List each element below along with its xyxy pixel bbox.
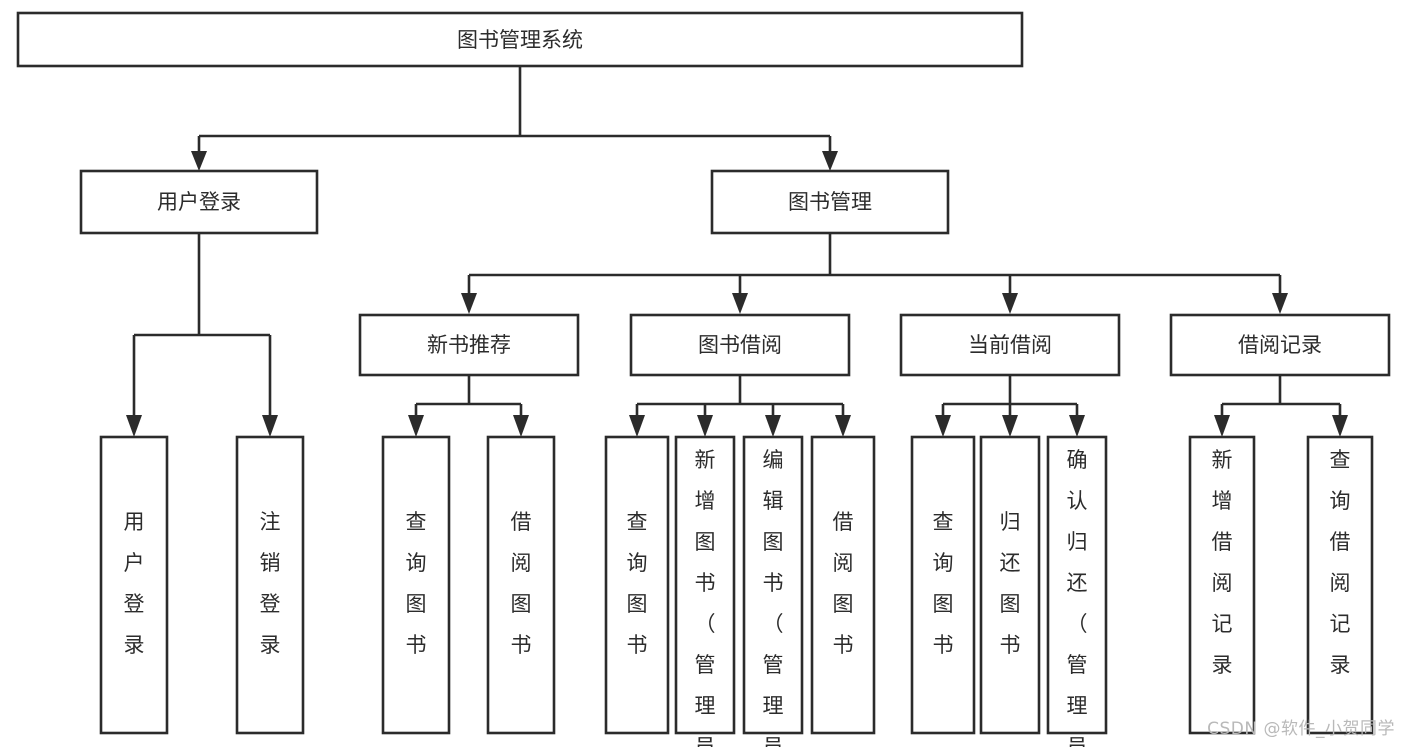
arrow-to-leaf-query-book-c (935, 415, 951, 437)
node-leaf-user-login[interactable]: 用户登录 (99, 435, 169, 735)
node-leaf-user-login-box[interactable] (99, 435, 169, 735)
arrow-to-leaf-confirm-return (1069, 415, 1085, 437)
node-leaf-query-record[interactable]: 查询借阅记录 (1306, 435, 1374, 735)
arrow-to-leaf-query-record (1332, 415, 1348, 437)
node-leaf-edit-book[interactable]: 编辑图书（管理员） (742, 435, 804, 747)
node-leaf-add-record-box[interactable] (1188, 435, 1256, 735)
node-leaf-edit-book-label: 编辑图书（管理员） (763, 448, 784, 747)
node-borrow-record[interactable]: 借阅记录 (1169, 313, 1391, 377)
connector-new-book-rec-trunk (414, 375, 523, 422)
node-leaf-return-book-box[interactable] (979, 435, 1041, 735)
node-leaf-borrow-book-a-label: 借阅图书 (511, 510, 532, 657)
node-leaf-add-record[interactable]: 新增借阅记录 (1188, 435, 1256, 735)
node-current-borrow-label: 当前借阅 (968, 333, 1052, 357)
node-book-manage-box[interactable] (710, 169, 950, 235)
node-new-book-rec[interactable]: 新书推荐 (358, 313, 580, 377)
node-borrow-record-box[interactable] (1169, 313, 1391, 377)
node-new-book-rec-box[interactable] (358, 313, 580, 377)
arrow-to-current-borrow (1002, 293, 1018, 314)
node-root-label: 图书管理系统 (457, 28, 583, 52)
csdn-watermark: CSDN @软件_小贺同学 (1207, 719, 1395, 739)
node-leaf-borrow-book-b[interactable]: 借阅图书 (810, 435, 876, 735)
node-leaf-confirm-return-box[interactable] (1046, 435, 1108, 735)
node-leaf-query-book-c-label: 查询图书 (933, 510, 954, 657)
node-leaf-add-record-label: 新增借阅记录 (1212, 448, 1233, 677)
arrow-to-leaf-borrow-book-a (513, 415, 529, 437)
node-leaf-borrow-book-a[interactable]: 借阅图书 (486, 435, 556, 735)
node-book-borrow-label: 图书借阅 (698, 333, 782, 357)
node-leaf-add-book-label: 新增图书（管理员） (695, 448, 716, 747)
node-root-box[interactable] (16, 11, 1024, 68)
arrow-to-leaf-query-book-b (629, 415, 645, 437)
node-leaf-query-book-a[interactable]: 查询图书 (381, 435, 451, 735)
node-user-login[interactable]: 用户登录 (79, 169, 319, 235)
node-leaf-query-book-c-box[interactable] (910, 435, 976, 735)
node-leaf-logout[interactable]: 注销登录 (235, 435, 305, 735)
arrow-to-leaf-logout (262, 415, 278, 437)
node-leaf-return-book-label: 归还图书 (1000, 510, 1021, 657)
connector-borrow-record-trunk (1220, 375, 1342, 422)
node-current-borrow-box[interactable] (899, 313, 1121, 377)
arrow-to-leaf-edit-book (765, 415, 781, 437)
arrow-to-leaf-add-book (697, 415, 713, 437)
arrow-to-book-manage (822, 151, 838, 171)
node-leaf-borrow-book-a-box[interactable] (486, 435, 556, 735)
arrow-to-leaf-query-book-a (408, 415, 424, 437)
node-new-book-rec-label: 新书推荐 (427, 333, 511, 357)
arrow-to-new-book-rec (461, 293, 477, 314)
arrow-to-borrow-record (1272, 293, 1288, 314)
node-leaf-query-book-a-box[interactable] (381, 435, 451, 735)
node-leaf-query-record-label: 查询借阅记录 (1330, 448, 1351, 677)
node-current-borrow[interactable]: 当前借阅 (899, 313, 1121, 377)
arrow-to-leaf-return-book (1002, 415, 1018, 437)
node-leaf-query-book-b-box[interactable] (604, 435, 670, 735)
arrow-to-leaf-user-login (126, 415, 142, 437)
node-leaf-confirm-return[interactable]: 确认归还（管理员） (1046, 435, 1108, 747)
node-leaf-logout-box[interactable] (235, 435, 305, 735)
node-leaf-query-record-box[interactable] (1306, 435, 1374, 735)
connector-layer (126, 66, 1348, 437)
node-borrow-record-label: 借阅记录 (1238, 333, 1322, 357)
arrow-to-user-login (191, 151, 207, 171)
node-leaf-add-book[interactable]: 新增图书（管理员） (674, 435, 736, 747)
connector-book-manage-trunk (467, 233, 1282, 300)
node-leaf-user-login-label: 用户登录 (124, 510, 145, 657)
node-leaf-confirm-return-label: 确认归还（管理员） (1067, 448, 1088, 747)
node-book-manage[interactable]: 图书管理 (710, 169, 950, 235)
node-root[interactable]: 图书管理系统 (16, 11, 1024, 68)
node-leaf-query-book-b[interactable]: 查询图书 (604, 435, 670, 735)
node-user-login-box[interactable] (79, 169, 319, 235)
arrow-to-leaf-borrow-book-b (835, 415, 851, 437)
connector-root-trunk (197, 66, 832, 158)
node-user-login-label: 用户登录 (157, 190, 241, 214)
node-leaf-edit-book-box[interactable] (742, 435, 804, 735)
node-leaf-logout-label: 注销登录 (260, 510, 281, 657)
node-leaf-return-book[interactable]: 归还图书 (979, 435, 1041, 735)
node-leaf-query-book-b-label: 查询图书 (627, 510, 648, 657)
node-leaf-borrow-book-b-box[interactable] (810, 435, 876, 735)
node-leaf-add-book-box[interactable] (674, 435, 736, 735)
arrow-to-book-borrow (732, 293, 748, 314)
node-leaf-query-book-a-label: 查询图书 (406, 510, 427, 657)
connector-user-login-trunk (132, 233, 272, 422)
node-leaf-query-book-c[interactable]: 查询图书 (910, 435, 976, 735)
connector-current-borrow-trunk (941, 375, 1079, 422)
arrow-to-leaf-add-record (1214, 415, 1230, 437)
node-leaf-borrow-book-b-label: 借阅图书 (833, 510, 854, 657)
node-book-borrow-box[interactable] (629, 313, 851, 377)
node-book-borrow[interactable]: 图书借阅 (629, 313, 851, 377)
connector-book-borrow-trunk (635, 375, 845, 422)
node-book-manage-label: 图书管理 (788, 190, 872, 214)
